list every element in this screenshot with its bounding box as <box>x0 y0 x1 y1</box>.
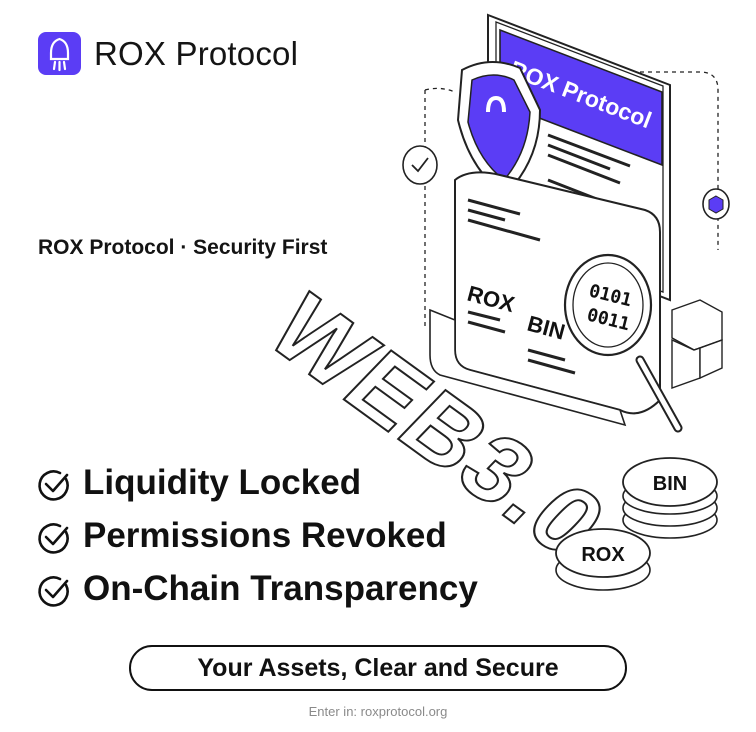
logo <box>38 32 81 75</box>
check-circle-icon <box>38 523 69 554</box>
cta-button[interactable]: Your Assets, Clear and Secure <box>129 645 627 691</box>
rocket-icon <box>49 37 70 72</box>
feature-label: Permissions Revoked <box>83 516 447 555</box>
feature-label: On-Chain Transparency <box>83 569 478 608</box>
coin-stack-bin: BIN <box>622 457 718 539</box>
coin-stack-rox: ROX <box>555 528 651 591</box>
feature-label: Liquidity Locked <box>83 463 362 502</box>
dashed-path-right <box>640 71 719 250</box>
cta-label: Your Assets, Clear and Secure <box>197 653 559 682</box>
check-badge-icon <box>402 145 438 185</box>
coin-label-rox: ROX <box>581 544 625 566</box>
brand-name: ROX Protocol <box>94 35 299 72</box>
shield-lock-icon <box>456 61 542 253</box>
cube-badge-icon <box>702 188 730 220</box>
web3-illustration: ROX Protocol ROX BIN <box>246 13 730 591</box>
tagline: ROX Protocol · Security First <box>38 236 328 259</box>
footer-url: Enter in: roxprotocol.org <box>308 704 448 719</box>
magnifier-icon: 0101 0011 <box>563 253 683 433</box>
cube-stack <box>671 299 723 389</box>
check-circle-icon <box>38 576 69 607</box>
coin-label-bin: BIN <box>653 473 687 495</box>
check-circle-icon <box>38 470 69 501</box>
